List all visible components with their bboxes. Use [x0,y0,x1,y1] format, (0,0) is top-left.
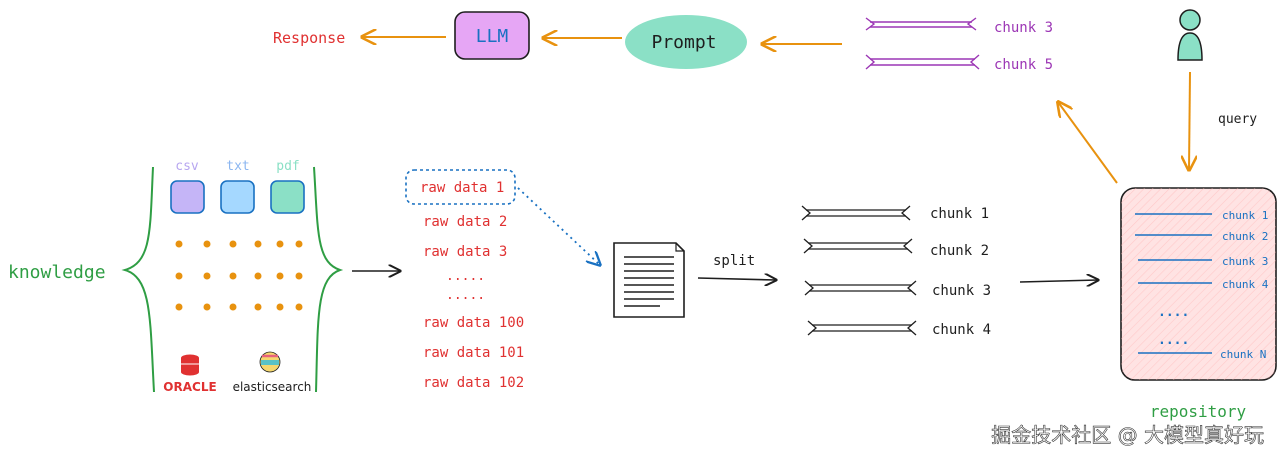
split-chunk-label: chunk 4 [932,322,991,338]
prompt-ellipse [625,15,747,69]
raw-data-highlight [405,169,516,205]
raw-data-item: raw data 2 [423,214,507,230]
arrow-chunks-to-repository [1019,280,1098,282]
file-type-label: csv [175,159,199,174]
retrieved-chunk-label: chunk 3 [994,20,1053,36]
split-chunk-label: chunk 2 [930,243,989,259]
raw-data-item: raw data 101 [423,345,524,361]
file-type-label: txt [226,159,249,174]
split-chunk-label: chunk 3 [932,283,991,299]
repo-chunk-label: chunk N [1220,348,1266,361]
right-brace [313,166,344,393]
arrow-user-to-repository [1189,71,1190,170]
oracle-db-icon [181,354,199,376]
knowledge-label: knowledge [8,262,106,283]
llm-box [454,11,530,60]
query-label: query [1218,112,1257,127]
response-label: Response [273,29,345,47]
repo-chunk-label: chunk 3 [1222,255,1268,268]
file-type-label: pdf [276,159,299,174]
repository-hatch [1121,188,1276,380]
repo-chunk-label: chunk 1 [1222,209,1268,222]
pdf-file-icon [270,180,305,214]
split-chunk-line [803,238,913,254]
raw-data-item: raw data 1 [420,180,504,196]
watermark: 掘金技术社区 @ 大模型真好玩 [991,423,1264,447]
document-icon [613,242,685,318]
data-dots [175,240,303,311]
arrow-repository-to-chunks [1058,102,1118,184]
elasticsearch-logo-text: elasticsearch [233,380,312,394]
raw-data-item: raw data 3 [423,244,507,260]
split-chunk-line [807,320,917,336]
user-icon [1177,9,1203,61]
csv-file-icon [170,180,205,214]
retrieved-chunk-label: chunk 5 [994,57,1053,73]
arrow-raw-to-document [517,187,600,265]
raw-data-item: raw data 100 [423,315,524,331]
split-chunk-line [801,205,911,221]
repo-ellipsis: .... [1158,305,1189,320]
repo-ellipsis: .... [1158,333,1189,348]
retrieved-chunk-3-line [865,17,977,31]
left-brace [121,166,155,393]
retrieved-chunk-5-line [865,54,980,70]
raw-data-item: raw data 102 [423,375,524,391]
repo-chunk-label: chunk 4 [1222,278,1269,291]
split-chunk-label: chunk 1 [930,206,989,222]
raw-data-item: ..... [446,288,485,303]
txt-file-icon [220,180,255,214]
split-label: split [713,253,755,269]
oracle-logo-text: ORACLE [163,380,216,394]
raw-data-item: ..... [446,269,485,284]
repo-chunk-label: chunk 2 [1222,230,1268,243]
llm-label: LLM [476,26,509,47]
prompt-label: Prompt [651,32,716,53]
repository-label: repository [1150,402,1247,421]
split-chunk-line [804,280,917,296]
elasticsearch-icon [259,351,281,373]
arrow-document-to-chunks [697,278,776,280]
